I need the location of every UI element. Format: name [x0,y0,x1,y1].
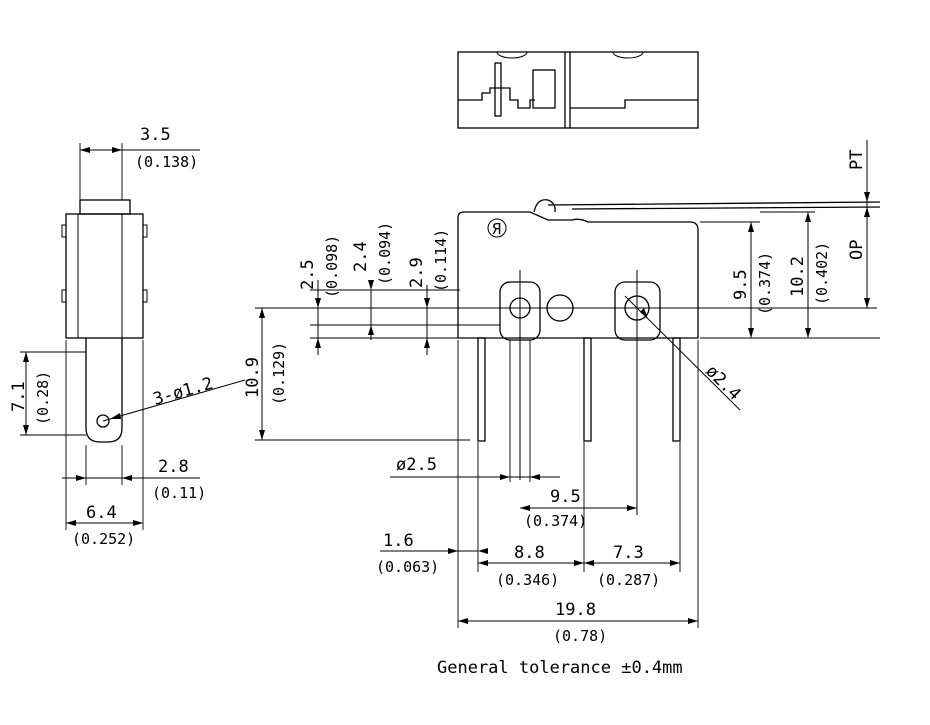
dim-holes-label: 3-ø1.2 [151,374,216,410]
dim-pin-offset-in: (0.063) [376,558,439,576]
brand-logo [487,218,507,238]
dim-pt-height-in: (0.402) [813,242,831,305]
side-view-pin [85,338,123,443]
brand-logo-text: Я [492,220,501,238]
dim-pin-pitch-2-mm: 7.3 [613,543,644,563]
dim-pin-pitch-2-in: (0.287) [597,571,660,589]
dim-overall-length-in: (0.78) [553,627,607,645]
dim-total-height-in: (0.129) [270,342,288,405]
actuator-lever [547,201,881,206]
top-view [457,51,699,129]
dim-op-height-in: (0.374) [756,252,774,315]
side-view-actuator [79,199,131,215]
actuator-button [533,199,556,213]
general-tolerance-note: General tolerance ±0.4mm [437,658,683,678]
front-view-body [457,211,699,339]
dim-d1-mm: 2.5 [298,259,318,290]
dim-d2-mm: 2.4 [351,241,371,272]
terminal-pin-2 [583,337,592,442]
dim-pin-pitch-1-mm: 8.8 [514,543,545,563]
dim-top-width-in: (0.138) [135,153,198,171]
top-view-body [457,51,699,129]
dim-d1-in: (0.098) [323,235,341,298]
dim-d3-in: (0.114) [432,229,450,292]
label-op: OP [847,240,867,260]
dim-d2-in: (0.094) [376,222,394,285]
dim-pin-width-in: (0.11) [152,484,206,502]
dim-total-height-mm: 10.9 [243,357,263,398]
dim-top-width-mm: 3.5 [140,125,171,145]
dim-pt-height-mm: 10.2 [788,256,808,297]
dim-d3-mm: 2.9 [407,257,427,288]
dim-left-hole-label: ø2.5 [396,455,437,475]
dim-pin-height-in: (0.28) [34,371,52,425]
side-view: 3.5 (0.138) 7.1 (0.28) 3-ø1.2 2.8 (0.11)… [9,125,246,548]
terminal-pin-1 [477,337,486,442]
label-pt: PT [847,150,867,170]
dim-pin-width-mm: 2.8 [158,457,189,477]
dim-pin-offset-mm: 1.6 [383,531,414,551]
dim-body-width-mm: 6.4 [86,503,117,523]
dim-right-hole-label: ø2.4 [701,361,744,404]
dim-hole-spacing-in: (0.374) [524,512,587,530]
dim-op-height-mm: 9.5 [731,269,751,300]
dim-overall-length-mm: 19.8 [555,600,596,620]
front-view: Я [243,140,881,645]
dim-pin-pitch-1-in: (0.346) [496,571,559,589]
dim-body-width-in: (0.252) [72,530,135,548]
terminal-pin-3 [672,337,681,442]
dim-hole-spacing-mm: 9.5 [550,487,581,507]
side-view-pin-hole [96,414,110,428]
dim-pin-height-mm: 7.1 [9,381,29,412]
